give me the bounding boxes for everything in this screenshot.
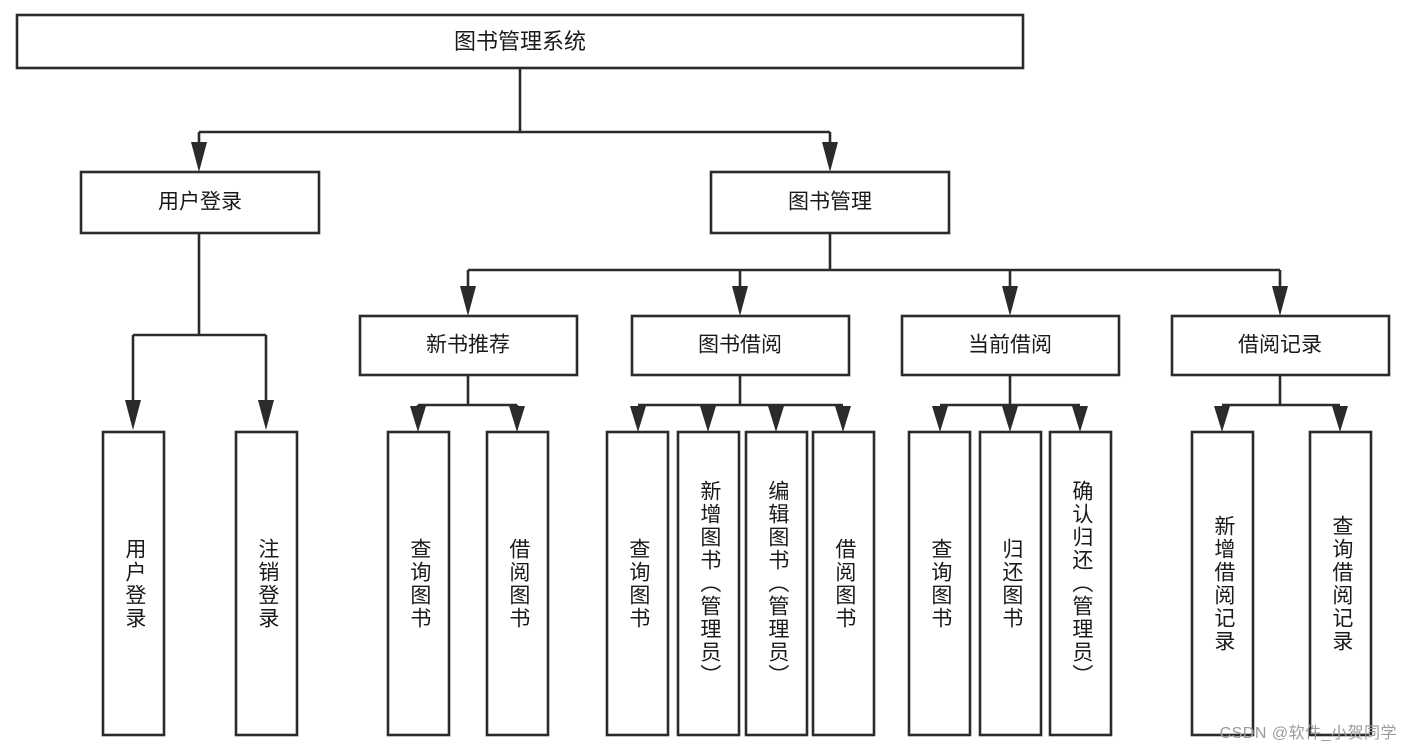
arrowhead-leaf-new-book-1 xyxy=(509,406,525,432)
leaf-box-user-login-0[interactable] xyxy=(101,430,166,737)
node-root-box[interactable] xyxy=(15,13,1025,70)
connector-group-root xyxy=(191,68,838,172)
leaf-box-book-borrow-3[interactable] xyxy=(811,430,876,737)
arrowhead-level3-1 xyxy=(732,286,748,316)
arrowhead-level3-2 xyxy=(1002,286,1018,316)
arrowhead-leaf-new-book-0 xyxy=(410,406,426,432)
arrowhead-leaf-book-borrow-3 xyxy=(835,406,851,432)
node-book-borrow[interactable]: 图书借阅 xyxy=(630,314,851,377)
node-new-book-recommend-label: 新书推荐 xyxy=(426,334,510,357)
node-borrow-record-label: 借阅记录 xyxy=(1238,334,1322,357)
leaf-box-borrow-record-0[interactable] xyxy=(1190,430,1255,737)
leaf-box-current-borrow-0[interactable] xyxy=(907,430,972,737)
leaf-box-book-borrow-2[interactable] xyxy=(744,430,809,737)
connector-group-new-book xyxy=(410,375,525,432)
arrowhead-leaf-current-borrow-2 xyxy=(1072,406,1088,432)
arrowhead-book-mgmt xyxy=(822,142,838,172)
node-book-management[interactable]: 图书管理 xyxy=(709,170,951,235)
connector-group-book-mgmt xyxy=(460,233,1288,316)
leaf-box-book-borrow-1[interactable] xyxy=(676,430,741,737)
node-current-borrow-box[interactable] xyxy=(900,314,1121,377)
leaf-box-borrow-record-1[interactable] xyxy=(1308,430,1373,737)
connector-group-borrow-record xyxy=(1214,375,1348,432)
arrowhead-leaf-current-borrow-0 xyxy=(932,406,948,432)
connector-group-current-borrow xyxy=(932,375,1088,432)
leaf-box-book-borrow-0[interactable] xyxy=(605,430,670,737)
csdn-watermark: CSDN @软件_小贺同学 xyxy=(1219,725,1397,742)
node-book-management-label: 图书管理 xyxy=(788,191,872,214)
node-root-label: 图书管理系统 xyxy=(454,29,586,54)
node-root[interactable]: 图书管理系统 xyxy=(15,13,1025,70)
node-borrow-record[interactable]: 借阅记录 xyxy=(1170,314,1391,377)
arrowhead-leaf-borrow-record-1 xyxy=(1332,406,1348,432)
node-new-book-recommend-box[interactable] xyxy=(358,314,579,377)
connector-group-user-login xyxy=(125,233,274,430)
node-book-borrow-box[interactable] xyxy=(630,314,851,377)
arrowhead-leaf-book-borrow-0 xyxy=(630,406,646,432)
node-user-login-label: 用户登录 xyxy=(158,191,242,214)
arrowhead-leaf-current-borrow-1 xyxy=(1002,406,1018,432)
arrowhead-leaf-user-login-1 xyxy=(258,400,274,430)
leaf-box-new-book-1[interactable] xyxy=(485,430,550,737)
arrowhead-leaf-book-borrow-2 xyxy=(768,406,784,432)
arrowhead-leaf-borrow-record-0 xyxy=(1214,406,1230,432)
arrowhead-leaf-user-login-0 xyxy=(125,400,141,430)
node-borrow-record-box[interactable] xyxy=(1170,314,1391,377)
leaf-box-user-login-1[interactable] xyxy=(234,430,299,737)
node-book-borrow-label: 图书借阅 xyxy=(698,334,782,357)
leaf-box-current-borrow-2[interactable] xyxy=(1048,430,1113,737)
leaf-box-current-borrow-1[interactable] xyxy=(978,430,1043,737)
arrowhead-level3-0 xyxy=(460,286,476,316)
node-current-borrow[interactable]: 当前借阅 xyxy=(900,314,1121,377)
node-book-management-box[interactable] xyxy=(709,170,951,235)
node-new-book-recommend[interactable]: 新书推荐 xyxy=(358,314,579,377)
leaf-box-new-book-0[interactable] xyxy=(386,430,451,737)
connector-group-book-borrow xyxy=(630,375,851,432)
node-user-login-box[interactable] xyxy=(79,170,321,235)
arrowhead-leaf-book-borrow-1 xyxy=(700,406,716,432)
arrowhead-user-login xyxy=(191,142,207,172)
node-user-login[interactable]: 用户登录 xyxy=(79,170,321,235)
arrowhead-level3-3 xyxy=(1272,286,1288,316)
node-current-borrow-label: 当前借阅 xyxy=(968,334,1052,357)
